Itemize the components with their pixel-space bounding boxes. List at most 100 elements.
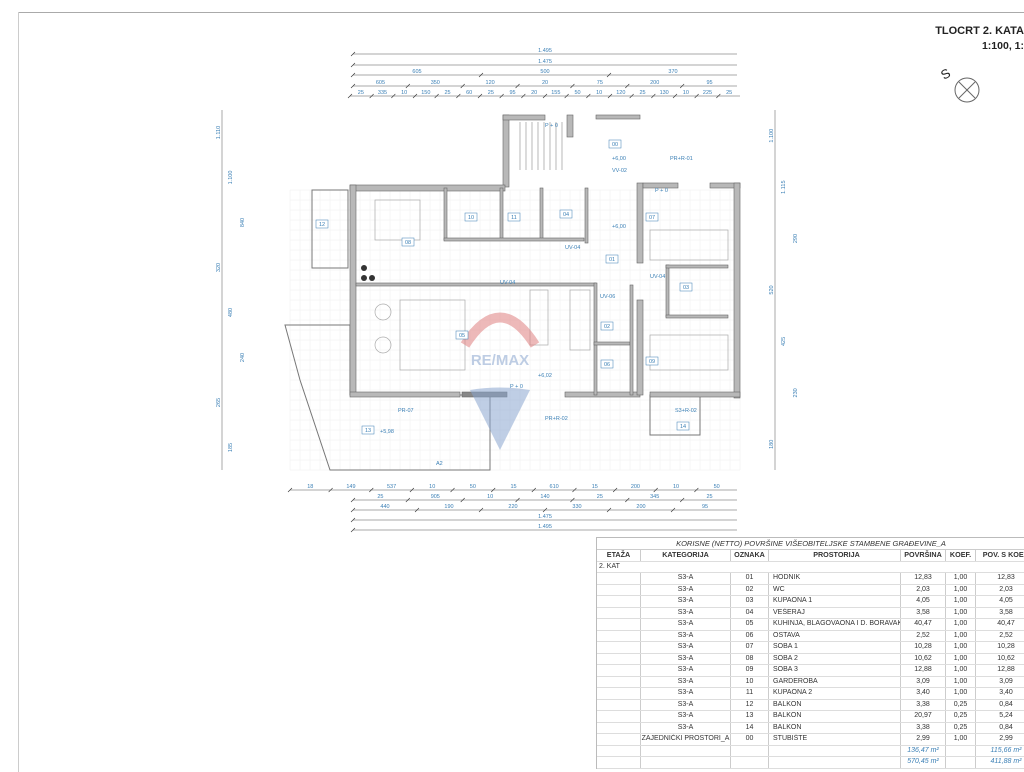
- table-cell: 1,00: [946, 665, 976, 676]
- dimension-label: 240: [240, 353, 246, 362]
- table-cell: 1,00: [946, 653, 976, 664]
- table-cell: 5,24: [976, 711, 1024, 722]
- table-cell: S3-A: [641, 642, 731, 653]
- plan-annotation: +6,00: [612, 156, 626, 162]
- dimension-label: 290: [793, 234, 799, 243]
- room-label-03: 03: [679, 282, 693, 292]
- table-cell: ZAJEDNIČKI PROSTORI_A: [641, 734, 731, 745]
- col-header: PROSTORIJA: [769, 550, 901, 561]
- dimension-label: 500: [540, 69, 549, 75]
- dimension-label: 120: [616, 90, 625, 96]
- dimension-label: 10: [429, 484, 435, 490]
- dimension-label: 155: [551, 90, 560, 96]
- table-cell: 03: [731, 596, 769, 607]
- dimension-label: 350: [431, 80, 440, 86]
- dimension-label: 10: [673, 484, 679, 490]
- plan-annotation: +6,02: [538, 373, 552, 379]
- remax-watermark: RE/MAX: [460, 312, 540, 450]
- svg-text:01: 01: [609, 257, 615, 263]
- table-cell: 09: [731, 665, 769, 676]
- total-weighted: 115,66 m²: [976, 746, 1024, 757]
- bed: [649, 229, 729, 261]
- dimension-label: 75: [597, 80, 603, 86]
- table-cell: 0,84: [976, 723, 1024, 734]
- table-cell: 1,00: [946, 734, 976, 745]
- plan-annotation: P + 0: [545, 123, 558, 129]
- area-table: KORISNE (NETTO) POVRŠINE VIŠEOBITELJSKE …: [596, 537, 1024, 769]
- section-mark: A2: [436, 461, 443, 467]
- dimension-label: 25: [444, 90, 450, 96]
- table-cell: HODNIK: [769, 573, 901, 584]
- dimension-label: 10: [401, 90, 407, 96]
- dimension-label: 18: [307, 484, 313, 490]
- table-cell: 2,99: [976, 734, 1024, 745]
- table-cell: GARDEROBA: [769, 676, 901, 687]
- plan-annotation: PR-07: [398, 408, 414, 414]
- table-cell: KUHINJA, BLAGOVAONA I D. BORAVAK: [769, 619, 901, 630]
- dimension-label: 130: [660, 90, 669, 96]
- table-cell: KUPAONA 1: [769, 596, 901, 607]
- dimension-label: 537: [387, 484, 396, 490]
- table-cell: S3-A: [641, 722, 731, 733]
- svg-text:02: 02: [604, 324, 610, 330]
- svg-text:07: 07: [649, 215, 655, 221]
- plan-annotation: VV-02: [612, 168, 627, 174]
- table-cell: 3,58: [901, 607, 946, 618]
- table-cell: 12,83: [976, 573, 1024, 584]
- table-cell: 1,00: [946, 688, 976, 699]
- room-label-12: 12: [315, 219, 329, 229]
- table-cell: 14: [731, 722, 769, 733]
- total-area: 136,47 m²: [901, 745, 946, 756]
- col-header: KOEF.: [946, 550, 976, 561]
- table-cell: 1,00: [946, 676, 976, 687]
- table-cell: 40,47: [901, 619, 946, 630]
- dimension-label: 220: [508, 504, 517, 510]
- table-cell: 08: [731, 653, 769, 664]
- table-cell: 00: [731, 734, 769, 745]
- table-cell: 1,00: [946, 584, 976, 595]
- dining-table: [529, 289, 549, 346]
- dimension-label: 1.495: [538, 48, 552, 54]
- armchair: [374, 303, 392, 321]
- table-cell: 12,83: [901, 573, 946, 584]
- room-label-08: 08: [401, 237, 415, 247]
- table-cell: S3-A: [641, 607, 731, 618]
- dimension-label: 50: [714, 484, 720, 490]
- bed: [374, 199, 421, 241]
- table-cell: S3-A: [641, 584, 731, 595]
- table-cell: 3,09: [976, 677, 1024, 688]
- dimension-label: 335: [378, 90, 387, 96]
- dimension-label: 265: [216, 398, 222, 407]
- dimension-label: 190: [444, 504, 453, 510]
- table-cell: S3-A: [641, 711, 731, 722]
- table-cell: 12: [731, 699, 769, 710]
- dimension-label: 425: [781, 337, 787, 346]
- plan-annotation: +6,00: [612, 224, 626, 230]
- room-label-07: 07: [645, 212, 659, 222]
- table-cell: 3,40: [901, 688, 946, 699]
- plan-annotation: P + 0: [510, 384, 523, 390]
- dimension-label: 10: [596, 90, 602, 96]
- dimension-label: 840: [240, 218, 246, 227]
- svg-text:12: 12: [319, 222, 325, 228]
- table-cell: 10,62: [976, 654, 1024, 665]
- balcony-12: [311, 189, 349, 269]
- table-cell: S3-A: [641, 653, 731, 664]
- table-cell: KUPAONA 2: [769, 688, 901, 699]
- table-cell: BALKON: [769, 699, 901, 710]
- table-cell: S3-A: [641, 596, 731, 607]
- dimension-label: 1.475: [538, 59, 552, 65]
- table-cell: 2,99: [901, 734, 946, 745]
- table-cell: 0,25: [946, 711, 976, 722]
- dimension-label: 25: [726, 90, 732, 96]
- dimension-label: 225: [703, 90, 712, 96]
- col-header: POVRŠINA: [901, 550, 946, 561]
